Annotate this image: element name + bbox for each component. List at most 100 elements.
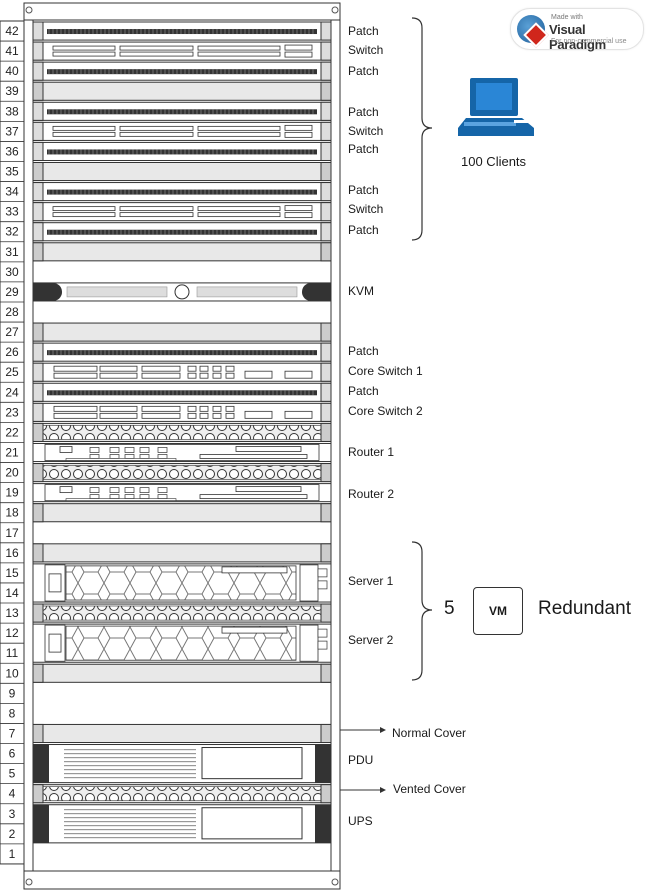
unit-number: 16: [5, 546, 19, 560]
unit-number: 17: [5, 526, 19, 540]
label-pdu: PDU: [348, 753, 374, 767]
unit-number: 5: [9, 767, 16, 781]
access-switch: [32, 202, 332, 222]
unit-number: 34: [5, 185, 19, 199]
label-patch-34: Patch: [348, 183, 379, 197]
watermark-note: For non-commercial use: [551, 38, 627, 45]
computer-icon: [458, 78, 534, 136]
label-patch-38: Patch: [348, 105, 379, 119]
unit-number: 13: [5, 606, 19, 620]
patch-panel: [32, 101, 332, 121]
rack-top-cap: [23, 2, 341, 21]
unit-number: 14: [5, 586, 19, 600]
blank-panel: [32, 81, 332, 101]
unit-number: 15: [5, 566, 19, 580]
unit-number: 8: [9, 706, 16, 720]
unit-number-column: 4241403938373635343332313029282726252423…: [0, 20, 25, 865]
unit-number: 6: [9, 747, 16, 761]
label-kvm: KVM: [348, 284, 375, 298]
label-normal-cover: Normal Cover: [392, 726, 467, 740]
blank-panel: [32, 543, 332, 563]
unit-number: 38: [5, 104, 19, 118]
vented-panel: [32, 422, 332, 442]
clients-label: 100 Clients: [461, 154, 527, 169]
unit-number: 12: [5, 626, 19, 640]
core-switch: [32, 362, 332, 382]
patch-panel: [32, 382, 332, 402]
unit-number: 31: [5, 245, 19, 259]
vm-box: VM: [473, 587, 523, 635]
unit-number: 25: [5, 365, 19, 379]
unit-number: 27: [5, 325, 19, 339]
label-server-2: Server 2: [348, 633, 394, 647]
label-patch-24: Patch: [348, 384, 379, 398]
patch-panel: [32, 21, 332, 41]
label-patch-32: Patch: [348, 223, 379, 237]
vented-panel: [32, 603, 332, 623]
blank-panel: [32, 161, 332, 182]
patch-panel: [32, 222, 332, 242]
rack-bottom-cap: [23, 870, 341, 890]
watermark-brand: Visual Paradigm: [549, 22, 606, 52]
label-server-1: Server 1: [348, 574, 394, 588]
patch-panel: [32, 342, 332, 362]
router: [32, 483, 332, 503]
label-ups: UPS: [348, 814, 373, 828]
unit-number: 28: [5, 305, 19, 319]
label-patch-36: Patch: [348, 142, 379, 156]
servers-brace: [411, 541, 433, 681]
unit-number: 7: [9, 726, 16, 740]
vented-panel: [32, 463, 332, 483]
unit-number: 39: [5, 84, 19, 98]
unit-number: 26: [5, 345, 19, 359]
blank-panel: [32, 503, 332, 523]
unit-number: 18: [5, 506, 19, 520]
label-router-1: Router 1: [348, 445, 395, 459]
unit-number: 42: [5, 24, 19, 38]
unit-number: 41: [5, 44, 19, 58]
blank-panel: [32, 663, 332, 683]
pdu-unit: [32, 744, 332, 784]
label-patch-40: Patch: [348, 64, 379, 78]
label-switch-33: Switch: [348, 202, 384, 216]
unit-number: 9: [9, 686, 16, 700]
patch-panel: [32, 141, 332, 161]
label-patch-42: Patch: [348, 24, 379, 38]
unit-number: 3: [9, 807, 16, 821]
normal-cover-panel: [32, 723, 332, 744]
router: [32, 442, 332, 463]
unit-number: 33: [5, 205, 19, 219]
watermark-badge: Made with Visual Paradigm For non-commer…: [510, 8, 644, 52]
normal-cover-arrow: [340, 727, 386, 733]
unit-number: 30: [5, 265, 19, 279]
unit-number: 24: [5, 385, 19, 399]
unit-number: 40: [5, 64, 19, 78]
server: [32, 623, 332, 663]
unit-number: 10: [5, 666, 19, 680]
server: [32, 563, 332, 603]
vm-caption: Redundant: [538, 598, 631, 619]
ups-unit: [32, 804, 332, 844]
patch-panel: [32, 61, 332, 81]
access-switch: [32, 41, 332, 61]
label-switch-41: Switch: [348, 43, 384, 57]
blank-panel: [32, 322, 332, 342]
label-patch-26: Patch: [348, 344, 379, 358]
unit-number: 1: [9, 847, 16, 861]
label-vented-cover: Vented Cover: [393, 782, 466, 796]
unit-number: 11: [6, 646, 19, 660]
label-core-switch-2: Core Switch 2: [348, 404, 423, 418]
kvm-console: [32, 282, 332, 302]
access-switch: [32, 121, 332, 141]
unit-number: 2: [9, 827, 16, 841]
unit-number: 19: [5, 486, 19, 500]
unit-number: 22: [5, 425, 19, 439]
label-router-2: Router 2: [348, 487, 395, 501]
unit-number: 4: [9, 787, 16, 801]
unit-number: 37: [5, 124, 19, 138]
unit-number: 23: [5, 405, 19, 419]
unit-number: 21: [5, 446, 19, 460]
unit-number: 35: [5, 165, 19, 179]
label-core-switch-1: Core Switch 1: [348, 364, 423, 378]
